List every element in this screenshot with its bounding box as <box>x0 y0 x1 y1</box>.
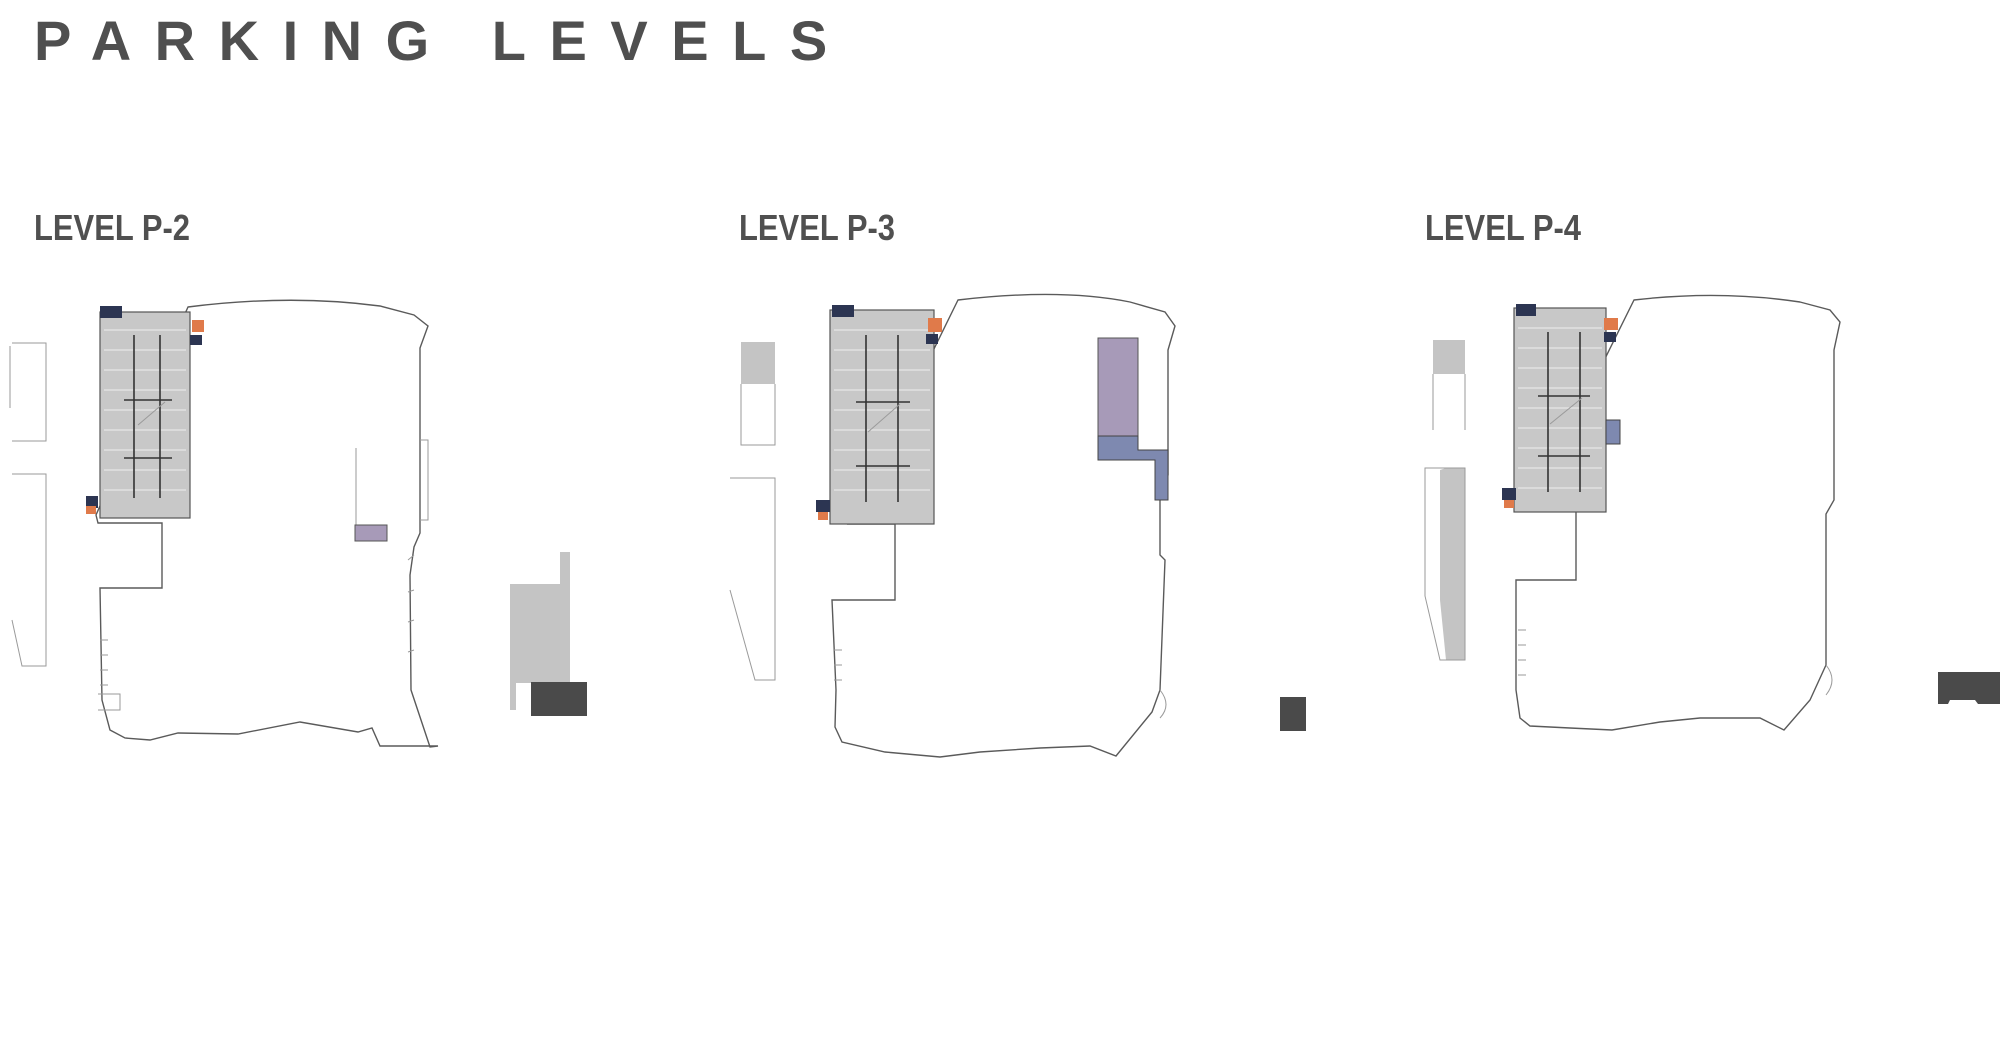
level-p2-title: LEVEL P-2 <box>34 207 190 248</box>
p2-wall-notch <box>420 439 429 521</box>
p2-ramp-box <box>98 693 121 711</box>
p4-exit-core <box>1502 488 1516 500</box>
p3-adjacent-dark-building <box>1280 697 1306 731</box>
p3-service-core <box>926 334 938 344</box>
p4-wall-curve <box>1825 664 1833 696</box>
p4-service-core <box>1604 332 1616 342</box>
p3-adjacent-outline-bottom <box>729 477 776 681</box>
p2-adjacent-gray-building <box>510 552 570 710</box>
p2-parking-stalls <box>104 329 186 491</box>
p3-ramp-ticks <box>834 649 842 681</box>
p3-stair-core <box>928 318 942 332</box>
p2-adjacent-dark-building <box>531 682 587 716</box>
p2-elevator-core <box>100 306 122 318</box>
p3-wall-curve <box>1159 689 1167 719</box>
p4-ramp-diagonal <box>1549 397 1583 425</box>
p4-parking-area <box>1513 307 1607 513</box>
p3-exit-stair <box>818 512 828 520</box>
p2-ramp-ticks <box>100 639 108 686</box>
p2-building-outline <box>95 299 439 748</box>
p2-stair-core <box>192 320 204 332</box>
level-p3-title: LEVEL P-3 <box>739 207 895 248</box>
level-p4-plan <box>1424 294 2000 731</box>
p3-blue-corridor <box>1097 435 1169 501</box>
p4-adjacent-outline-top <box>1432 374 1466 430</box>
p2-wall-ticks <box>407 554 415 653</box>
p4-ramp-ticks <box>1518 629 1526 676</box>
level-p3-plan <box>729 293 1306 758</box>
p3-purple-room <box>1097 337 1139 437</box>
level-p2-plan <box>9 299 587 748</box>
p2-parking-area <box>99 311 191 519</box>
p4-stair-core <box>1604 318 1618 330</box>
p4-adjacent-gray-wedge <box>1440 468 1465 660</box>
p4-parking-stalls <box>1518 327 1602 489</box>
page-title: PARKING LEVELS <box>34 9 851 72</box>
p2-adjacent-outline-bottom <box>11 473 47 667</box>
p4-adjacent-dark-building <box>1938 672 2000 704</box>
p3-parking-stalls <box>834 329 930 491</box>
p2-adjacent-outline-top <box>12 342 47 442</box>
p2-ramp-diagonal <box>137 401 166 426</box>
p2-purple-room <box>354 524 388 542</box>
p4-adjacent-gray-top <box>1433 340 1465 374</box>
p3-adjacent-gray-top <box>741 342 775 384</box>
p4-exit-stair <box>1504 500 1514 508</box>
p3-exit-core <box>816 500 830 512</box>
p3-building-outline <box>831 293 1176 758</box>
level-p4-title: LEVEL P-4 <box>1425 207 1581 248</box>
p3-ramp-diagonal <box>867 403 901 433</box>
p2-exit-stair <box>86 506 96 514</box>
p3-elevator-core <box>832 305 854 317</box>
p2-exit-core <box>86 496 98 508</box>
p2-service-core <box>190 335 202 345</box>
p4-blue-core <box>1605 419 1621 445</box>
p3-parking-area <box>829 309 935 525</box>
p4-adjacent-outline-bottom <box>1424 467 1466 661</box>
p4-building-outline <box>1515 294 1841 731</box>
p4-elevator-core <box>1516 304 1536 316</box>
p3-adjacent-outline-top <box>740 384 776 446</box>
